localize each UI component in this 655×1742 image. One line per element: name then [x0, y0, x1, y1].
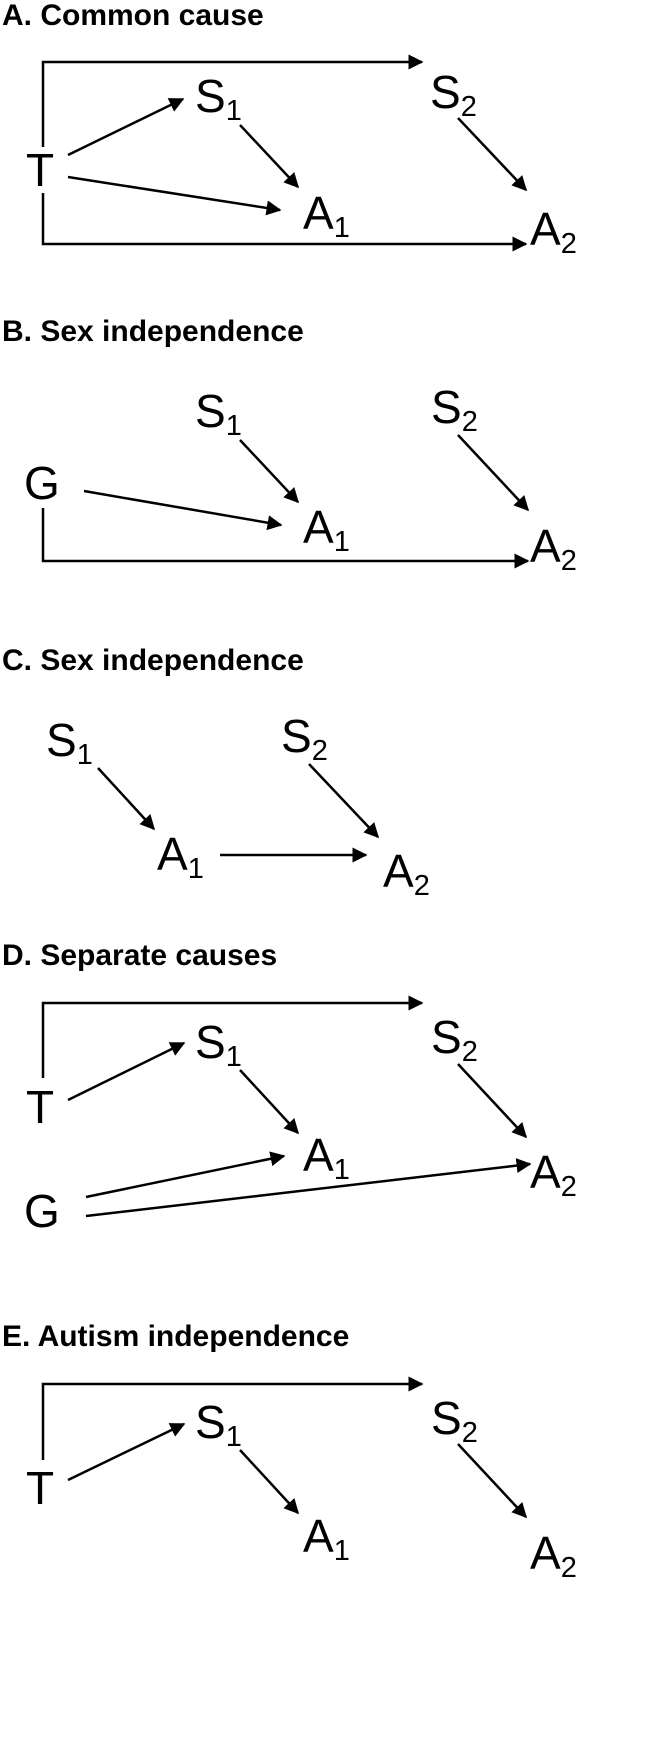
node-a2: A2 [530, 1146, 577, 1203]
panel-e: E. Autism independence T S1 S2 A1 A2 [2, 1320, 577, 1584]
node-t: T [26, 1081, 54, 1133]
panel-c-title: C. Sex independence [2, 644, 304, 677]
panel-a: A. Common cause T S1 S2 A1 A2 [2, 0, 577, 260]
node-s1: S1 [195, 1396, 242, 1453]
node-a1: A1 [157, 828, 204, 885]
edge-s2-a2 [457, 1443, 528, 1519]
panel-c: C. Sex independence S1 S2 A1 A2 [2, 644, 430, 902]
edge-t-a1 [67, 175, 282, 216]
node-s2: S2 [431, 1392, 478, 1449]
edge-s2-a2 [457, 117, 528, 192]
panel-d: D. Separate causes T G S1 S2 A1 A2 [2, 939, 577, 1237]
panel-c-edges [97, 763, 380, 863]
node-a1: A1 [303, 1129, 350, 1186]
node-a2: A2 [530, 203, 577, 260]
node-a1: A1 [303, 1510, 350, 1567]
edge-s2-a2 [457, 434, 530, 512]
edge-g-a1 [85, 1151, 286, 1199]
node-s1: S1 [195, 1016, 242, 1073]
panel-d-edges [41, 995, 532, 1218]
node-a1: A1 [303, 187, 350, 244]
node-s2: S2 [431, 1011, 478, 1068]
edge-g-a2 [41, 508, 530, 569]
edge-s1-a1 [239, 1069, 300, 1135]
panel-a-title: A. Common cause [2, 0, 264, 32]
node-s2: S2 [281, 710, 328, 767]
edge-s1-a1 [97, 767, 156, 831]
panel-b-title: B. Sex independence [2, 315, 304, 348]
edge-t-s2 [41, 995, 424, 1078]
edge-t-s2 [41, 54, 424, 147]
edge-t-s1 [67, 1422, 186, 1482]
edge-s2-a2 [308, 763, 380, 839]
panel-a-edges [41, 54, 528, 252]
node-s2: S2 [431, 381, 478, 438]
edge-s1-a1 [239, 1449, 300, 1515]
node-a2: A2 [530, 520, 577, 577]
panel-d-title: D. Separate causes [2, 939, 277, 972]
node-a2: A2 [383, 845, 430, 902]
node-a1: A1 [303, 501, 350, 558]
edge-s1-a1 [239, 439, 300, 504]
edge-t-s1 [67, 97, 185, 157]
edge-s1-a1 [239, 124, 300, 189]
panel-b: B. Sex independence G S1 S2 A1 A2 [2, 315, 577, 577]
edge-t-s2 [41, 1376, 424, 1460]
edge-g-a2 [85, 1158, 532, 1218]
edge-t-s1 [67, 1041, 186, 1102]
node-g: G [24, 457, 60, 509]
node-s2: S2 [430, 66, 477, 123]
edge-t-a2 [41, 193, 528, 252]
node-s1: S1 [46, 714, 93, 771]
node-t: T [26, 144, 54, 196]
node-g: G [24, 1185, 60, 1237]
node-s1: S1 [195, 385, 242, 442]
node-a2: A2 [530, 1527, 577, 1584]
panel-b-edges [41, 434, 530, 569]
edge-g-a1 [83, 489, 283, 531]
node-s1: S1 [195, 70, 242, 127]
panel-e-edges [41, 1376, 528, 1519]
panel-e-title: E. Autism independence [2, 1320, 349, 1353]
node-t: T [26, 1462, 54, 1514]
edge-s2-a2 [457, 1063, 528, 1139]
